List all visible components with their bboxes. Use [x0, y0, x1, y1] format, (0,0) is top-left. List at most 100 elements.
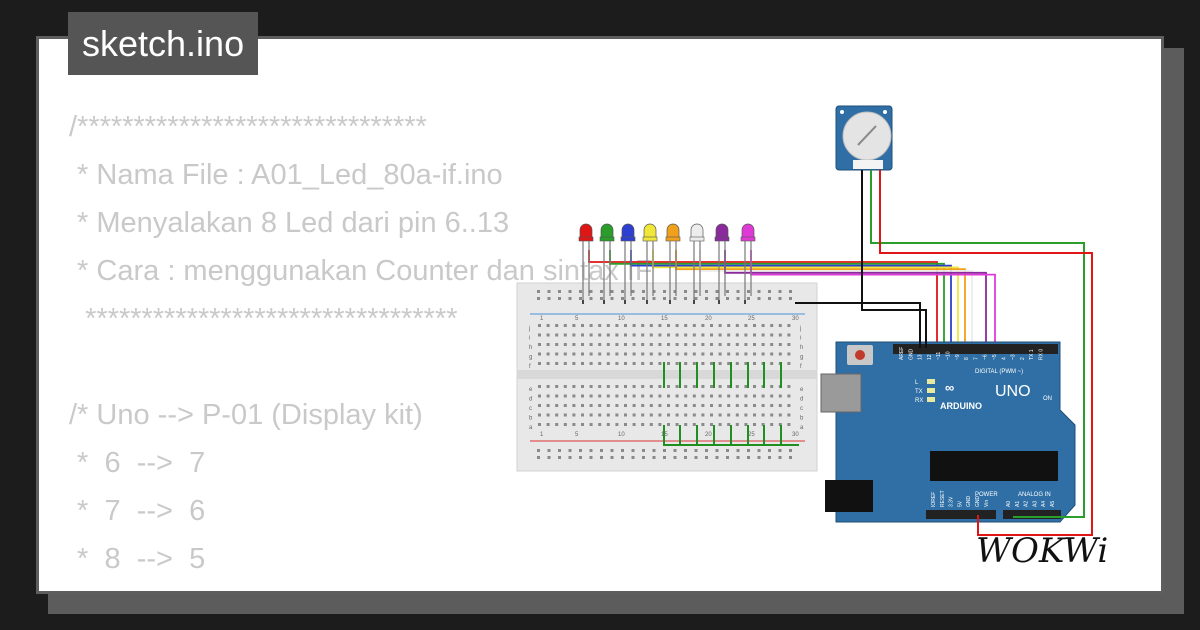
svg-text:WOKWi: WOKWi [976, 531, 1108, 568]
bb-col-label: 20 [705, 432, 712, 438]
analog-pin-label: A1 [1015, 501, 1021, 507]
digital-label: DIGITAL (PWM ~) [975, 369, 1023, 375]
board-led-label: TX [915, 389, 923, 395]
bb-col-label: 10 [618, 316, 625, 322]
analog-pin-label: A4 [1041, 501, 1047, 507]
pot-wires [861, 170, 1093, 536]
led[interactable] [665, 223, 681, 300]
board-led-label: RX [915, 398, 923, 404]
arduino-brand: ARDUINO [940, 401, 982, 411]
digital-pin-label: 7 [973, 357, 979, 360]
led[interactable] [620, 223, 636, 300]
bb-col-label: 1 [540, 316, 544, 322]
power-pin-label: GND [975, 496, 981, 508]
arduino-uno[interactable]: ∞ ARDUINO UNO DIGITAL (PWM ~) POWER ANAL… [820, 341, 1076, 523]
bb-row-label: c [529, 406, 532, 412]
digital-header [893, 344, 1058, 354]
digital-pin-label: ~5 [992, 354, 998, 360]
digital-pin-label: 13 [918, 354, 924, 360]
board-led [927, 388, 935, 393]
bb-col-label: 25 [748, 316, 755, 322]
jumper-wire [663, 425, 682, 446]
breadboard-jumpers [663, 362, 799, 446]
power-label: POWER [975, 492, 998, 498]
digital-pin-label: RX 0 [1039, 349, 1045, 360]
digital-pin-label: TX 1 [1029, 349, 1035, 360]
file-tab[interactable]: sketch.ino [68, 12, 259, 75]
arduino-model: UNO [995, 383, 1031, 400]
bb-row-label: e [529, 387, 533, 393]
atmega-chip [930, 451, 1058, 481]
jumper-wire [696, 425, 715, 446]
digital-pin-label: GND [908, 349, 914, 361]
code-line: * Menyalakan 8 Led dari pin 6..13 [69, 207, 510, 239]
led-array[interactable] [578, 223, 756, 300]
bb-col-label: 1 [540, 432, 544, 438]
digital-pin-label: 12 [927, 354, 933, 360]
power-pin-label: RESET [940, 490, 946, 507]
bb-col-label: 30 [792, 316, 799, 322]
bb-row-label: f [529, 364, 531, 370]
led[interactable] [689, 223, 705, 300]
analog-label: ANALOG IN [1018, 492, 1051, 498]
led[interactable] [714, 223, 730, 300]
led[interactable] [578, 223, 594, 300]
bb-col-label: 15 [661, 316, 668, 322]
code-line: * 7 --> 6 [69, 495, 206, 527]
bb-row-label: h [800, 345, 803, 351]
jumper-wire [780, 425, 799, 446]
analog-pin-label: A3 [1032, 501, 1038, 507]
digital-pin-label: 8 [964, 357, 970, 360]
jumper-wire [763, 425, 782, 446]
power-pin-label: 5V [957, 500, 963, 507]
code-line: * Cara : menggunakan Counter dan sintax … [69, 255, 653, 287]
power-jack [825, 480, 873, 512]
bb-col-label: 5 [575, 316, 579, 322]
bb-row-label: e [800, 387, 804, 393]
digital-pin-label: ~10 [946, 351, 952, 360]
bb-col-label: 20 [705, 316, 712, 322]
led[interactable] [599, 223, 615, 300]
bb-col-label: 10 [618, 432, 625, 438]
ground-wire [795, 302, 921, 348]
code-line: * Nama File : A01_Led_80a-if.ino [69, 159, 503, 191]
digital-pin-label: ~11 [936, 352, 942, 360]
digital-pin-label: 2 [1020, 357, 1026, 360]
led[interactable] [740, 223, 756, 300]
analog-pin-label: A2 [1024, 501, 1030, 507]
bb-row-label: j [528, 326, 530, 332]
jumper-wire [679, 425, 698, 446]
code-line: /******************************* [69, 111, 427, 143]
code-line: /* Uno --> P-01 (Display kit) [69, 399, 423, 431]
power-pin-label: Vin [984, 500, 990, 507]
bb-row-label: i [800, 336, 801, 342]
jumper-wire [713, 425, 732, 446]
bb-row-label: b [529, 416, 533, 422]
digital-pin-label: 4 [1001, 357, 1007, 360]
bb-row-label: g [529, 355, 532, 361]
board-led [927, 397, 935, 402]
power-pin-label: 3.3V [949, 496, 955, 507]
bb-row-label: f [800, 364, 802, 370]
jumper-wire [747, 425, 766, 446]
bb-col-label: 5 [575, 432, 579, 438]
bb-col-label: 30 [792, 432, 799, 438]
jumper-wire [730, 425, 749, 446]
bb-row-label: d [529, 397, 532, 403]
bb-row-label: a [529, 425, 533, 431]
led[interactable] [642, 223, 658, 300]
bb-row-label: d [800, 397, 803, 403]
potentiometer[interactable] [835, 105, 893, 171]
bb-row-label: i [529, 336, 530, 342]
bb-row-label: h [529, 345, 532, 351]
power-header [926, 510, 996, 519]
analog-pin-label: A0 [1006, 501, 1012, 507]
code-line: * 8 --> 5 [69, 543, 206, 575]
bb-row-label: a [800, 425, 804, 431]
power-pin-label: GND [966, 496, 972, 508]
digital-pin-label: AREF [899, 347, 905, 360]
board-led [927, 379, 935, 384]
infinity-logo: ∞ [945, 380, 954, 395]
